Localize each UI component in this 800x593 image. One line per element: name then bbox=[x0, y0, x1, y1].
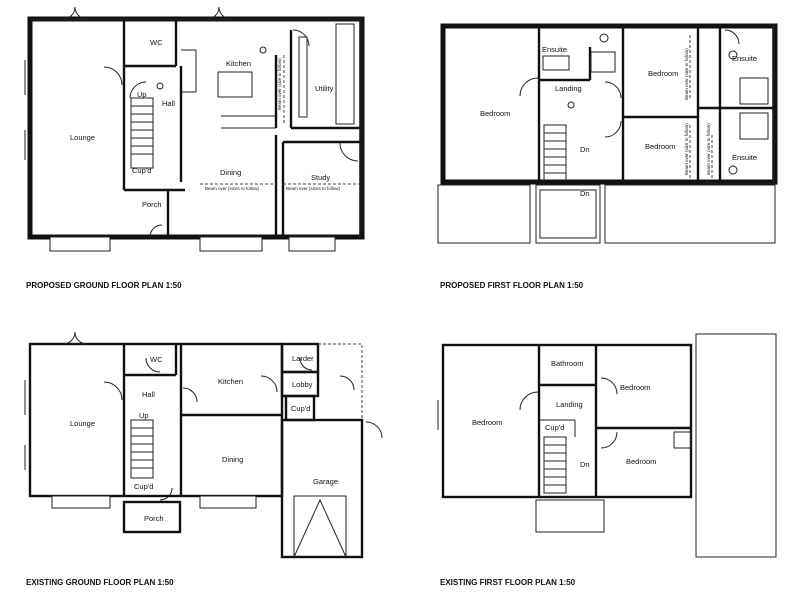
pf-landing-label: Landing bbox=[555, 84, 582, 93]
pf-dn2-label: Dn bbox=[580, 189, 590, 198]
caption-proposed-ground: PROPOSED GROUND FLOOR PLAN 1:50 bbox=[26, 281, 182, 290]
ef-landing-label: Landing bbox=[556, 400, 583, 409]
pf-ensuite3-label: Ensuite bbox=[732, 153, 757, 162]
existing-first-floor-plan: Bathroom Bedroom Bedroom Landing Cup'd D… bbox=[437, 333, 777, 558]
eg-cupd2-label: Cup'd bbox=[134, 482, 153, 491]
pg-beam-label-2: Beam over (size to follow) bbox=[277, 58, 282, 110]
pg-wc-label: WC bbox=[150, 38, 163, 47]
eg-kitchen-label: Kitchen bbox=[218, 377, 243, 386]
pg-lounge-label: Lounge bbox=[70, 133, 95, 142]
ef-bedroom1-label: Bedroom bbox=[472, 418, 502, 427]
pf-beam-label-3: Beam over (size to follow) bbox=[706, 123, 711, 175]
eg-lounge-label: Lounge bbox=[70, 419, 95, 428]
ef-cupd-label: Cup'd bbox=[545, 423, 564, 432]
existing-ground-floor-plan: WC Lounge Hall Up Kitchen Larder Lobby C… bbox=[24, 331, 383, 559]
pf-bedroom3-label: Bedroom bbox=[645, 142, 675, 151]
ef-bedroom3-label: Bedroom bbox=[626, 457, 656, 466]
pf-bedroom1-label: Bedroom bbox=[480, 109, 510, 118]
eg-larder-label: Larder bbox=[292, 354, 314, 363]
pg-utility-label: Utility bbox=[315, 84, 334, 93]
eg-cupd1-label: Cup'd bbox=[291, 404, 310, 413]
caption-existing-ground: EXISTING GROUND FLOOR PLAN 1:50 bbox=[26, 578, 174, 587]
proposed-first-floor-plan: Bedroom Ensuite Landing Bedroom Ensuite … bbox=[437, 23, 778, 244]
pg-up-label: Up bbox=[137, 90, 147, 99]
ef-dn-label: Dn bbox=[580, 460, 590, 469]
eg-garage-label: Garage bbox=[313, 477, 338, 486]
proposed-ground-floor-plan: Lounge WC Kitchen Up Hall Utility Cup'd … bbox=[24, 6, 365, 252]
pg-beam-label-3: Beam over (sizes to follow) bbox=[286, 186, 341, 191]
pg-kitchen-label: Kitchen bbox=[226, 59, 251, 68]
caption-existing-first: EXISTING FIRST FLOOR PLAN 1:50 bbox=[440, 578, 576, 587]
pg-beam-label-1: Beam over (sizes to follow) bbox=[205, 186, 260, 191]
eg-dining-label: Dining bbox=[222, 455, 243, 464]
eg-up-label: Up bbox=[139, 411, 149, 420]
pf-ensuite1-label: Ensuite bbox=[542, 45, 567, 54]
pg-study-label: Study bbox=[311, 173, 330, 182]
caption-proposed-first: PROPOSED FIRST FLOOR PLAN 1:50 bbox=[440, 281, 584, 290]
pf-dn1-label: Dn bbox=[580, 145, 590, 154]
eg-porch-label: Porch bbox=[144, 514, 164, 523]
ef-bedroom2-label: Bedroom bbox=[620, 383, 650, 392]
ef-bathroom-label: Bathroom bbox=[551, 359, 584, 368]
pg-porch-label: Porch bbox=[142, 200, 162, 209]
eg-lobby-label: Lobby bbox=[292, 380, 313, 389]
pf-bedroom2-label: Bedroom bbox=[648, 69, 678, 78]
pg-dining-label: Dining bbox=[220, 168, 241, 177]
eg-wc-label: WC bbox=[150, 355, 163, 364]
pf-beam-label-2: Beam over (size to follow) bbox=[684, 123, 689, 175]
eg-hall-label: Hall bbox=[142, 390, 155, 399]
pg-hall-label: Hall bbox=[162, 99, 175, 108]
pf-beam-label-1: Beam over (size to follow) bbox=[684, 48, 689, 100]
pg-cupd-label: Cup'd bbox=[132, 166, 151, 175]
pf-ensuite2-label: Ensuite bbox=[732, 54, 757, 63]
